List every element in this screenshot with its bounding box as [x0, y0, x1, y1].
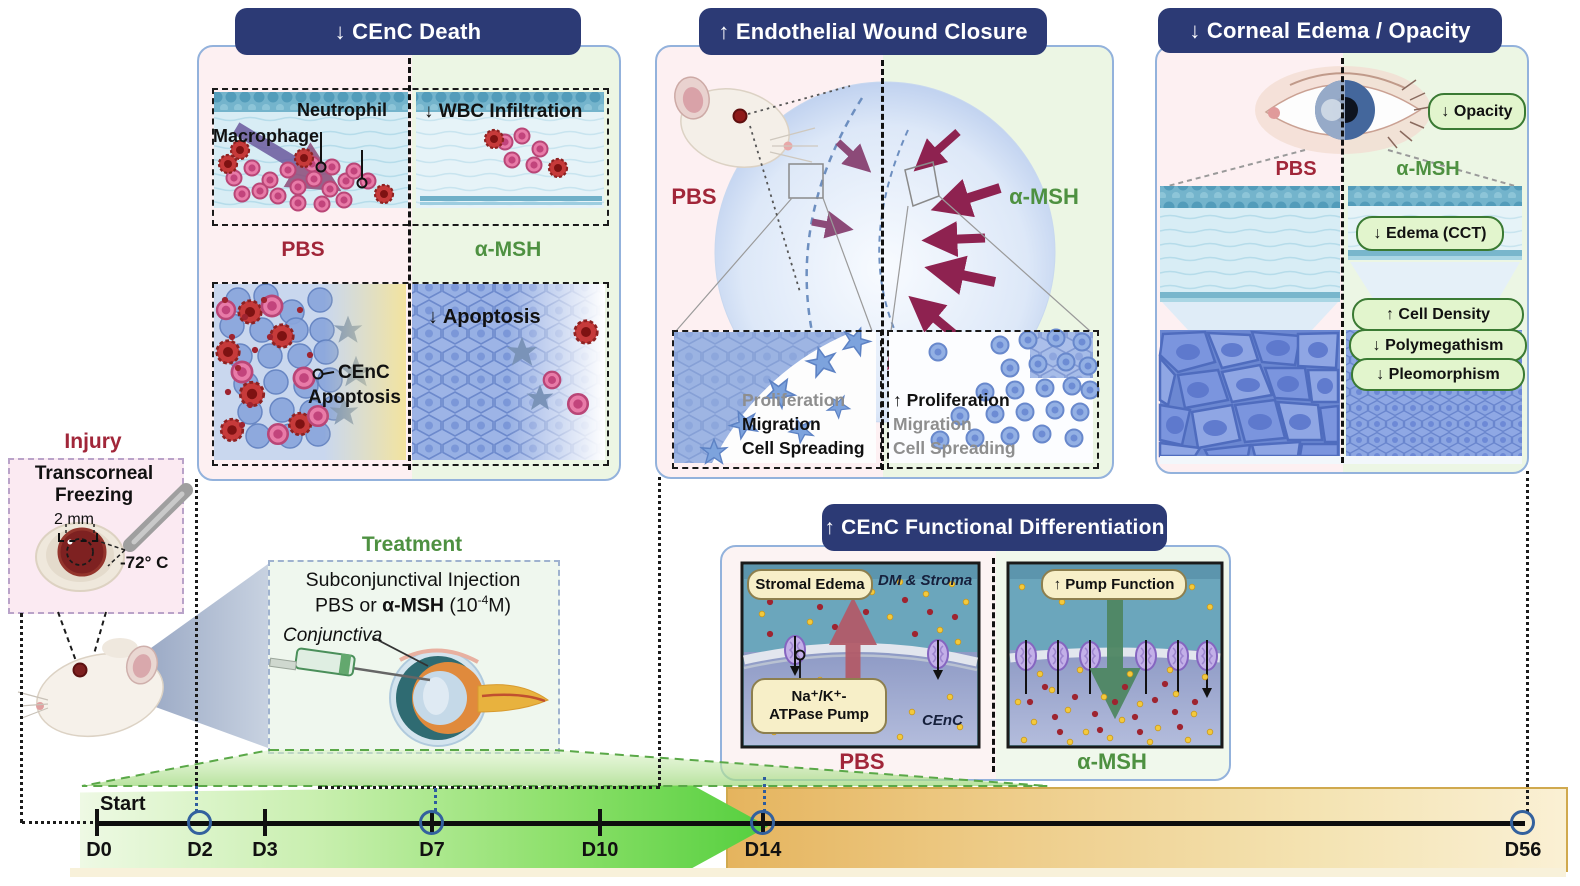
- title-wound-closure: ↑ Endothelial Wound Closure: [699, 8, 1047, 55]
- connector-cenc-death-v2: [195, 786, 198, 812]
- timeline-label-d10: D10: [581, 839, 619, 861]
- injury-method-line1: Transcorneal: [34, 463, 154, 484]
- amsh-label-wound: α-MSH: [1009, 184, 1079, 209]
- edema-divider: [1341, 58, 1344, 463]
- connector-injury-h: [22, 821, 93, 824]
- treatment-heading: Treatment: [361, 533, 463, 556]
- mouse-head-side-icon: [17, 638, 164, 738]
- injury-temperature-label: -72° C: [120, 553, 169, 572]
- opacity-badge: ↓ Opacity: [1428, 93, 1526, 130]
- badge-text: ↑ Pump Function: [1053, 575, 1175, 593]
- amsh-label-edema: α-MSH: [1396, 158, 1460, 180]
- connector-injury-v: [20, 613, 23, 823]
- list-item: Migration: [742, 414, 821, 434]
- treatment-drug: α-MSH: [382, 594, 444, 617]
- connector-cenc-death-v: [195, 479, 198, 786]
- timeline-marker-d2: [187, 810, 212, 835]
- timeline-marker-d7: [419, 810, 444, 835]
- treatment-line2-suffix: M): [488, 594, 512, 617]
- timeline-tick-d3: [263, 809, 267, 836]
- title-text: ↑ CEnC Functional Differentiation: [824, 515, 1165, 539]
- pbs-label-wound: PBS: [671, 184, 717, 209]
- injury-method-line2: Freezing: [54, 485, 134, 506]
- cell-density-badge: ↑ Cell Density: [1352, 298, 1524, 331]
- title-text: ↑ Endothelial Wound Closure: [718, 18, 1028, 44]
- injury-heading: Injury: [64, 430, 122, 453]
- amsh-label-differentiation: α-MSH: [1077, 749, 1147, 774]
- title-text: ↓ Corneal Edema / Opacity: [1189, 17, 1471, 43]
- connector-differentiation-v: [763, 777, 766, 812]
- pbs-label-edema: PBS: [1275, 158, 1317, 180]
- connector-wound-v: [658, 477, 661, 786]
- title-differentiation: ↑ CEnC Functional Differentiation: [822, 504, 1167, 551]
- cenc-label: CEnC: [922, 712, 963, 729]
- injury-diameter-label: 2 mm: [54, 511, 94, 528]
- cenc-death-divider: [408, 58, 411, 470]
- pleomorphism-badge: ↓ Pleomorphism: [1351, 358, 1525, 391]
- list-item: Cell Spreading: [893, 438, 1016, 458]
- timeline-marker-d56: [1510, 810, 1535, 835]
- badge-text: ↓ Opacity: [1441, 102, 1513, 120]
- pbs-label-cenc-death: PBS: [281, 238, 325, 261]
- differentiation-divider: [992, 558, 995, 772]
- timeline-label-d14: D14: [744, 839, 782, 861]
- apoptosis-label: ↓ Apoptosis: [428, 306, 541, 328]
- badge-text: ↓ Pleomorphism: [1376, 365, 1500, 383]
- timeline-tick-d0: [95, 809, 99, 836]
- title-edema: ↓ Corneal Edema / Opacity: [1158, 8, 1502, 53]
- badge-text: Na⁺/K⁺-: [791, 688, 847, 705]
- badge-text: ATPase Pump: [769, 706, 869, 723]
- amsh-label-cenc-death: α-MSH: [474, 238, 542, 261]
- connector-edema-v: [1526, 471, 1529, 812]
- wound-closure-divider: [881, 60, 884, 470]
- macrophage-label: Macrophage: [213, 126, 320, 146]
- timeline-band-tan: [726, 787, 1568, 872]
- wound-pbs-list: Proliferation Migration Cell Spreading: [742, 388, 865, 460]
- timeline-label-d0: D0: [86, 839, 112, 861]
- list-item: Migration: [893, 414, 972, 434]
- timeline-label-d7: D7: [419, 839, 445, 861]
- badge-text: ↑ Cell Density: [1385, 305, 1491, 323]
- dm-stroma-label: DM & Stroma: [878, 572, 973, 589]
- diameter-bracket: [58, 533, 98, 542]
- timeline-tick-d10: [598, 809, 602, 836]
- pbs-label-differentiation: PBS: [839, 749, 885, 774]
- list-item: ↑ Proliferation: [893, 390, 1010, 410]
- list-item: Cell Spreading: [742, 438, 865, 458]
- timeline-band-footer: [70, 868, 1566, 877]
- pump-function-badge: ↑ Pump Function: [1041, 569, 1187, 600]
- wound-amsh-list: ↑ Proliferation Migration Cell Spreading: [893, 388, 1016, 460]
- connector-wound-v2: [434, 788, 437, 812]
- title-text: ↓ CEnC Death: [334, 18, 482, 44]
- badge-text: ↓ Polymegathism: [1372, 336, 1504, 354]
- timeline-axis: [95, 821, 1525, 826]
- title-cenc-death: ↓ CEnC Death: [235, 8, 581, 55]
- neutrophil-label: Neutrophil: [297, 100, 387, 120]
- timeline-label-d3: D3: [252, 839, 278, 861]
- timeline-label-d2: D2: [187, 839, 213, 861]
- connector-wound-h: [318, 786, 660, 789]
- cenc-apoptosis-label-line2: Apoptosis: [308, 387, 401, 408]
- treatment-concentration-exponent: -4: [477, 593, 489, 607]
- timeline-start-label: Start: [100, 793, 146, 815]
- badge-text: ↓ Edema (CCT): [1373, 224, 1487, 242]
- treatment-line2: PBS or α-MSH (10-4M): [315, 593, 511, 618]
- treatment-line2-prefix: PBS or: [314, 594, 383, 617]
- na-k-atpase-badge: Na⁺/K⁺- ATPase Pump: [751, 678, 887, 734]
- edema-cct-badge: ↓ Edema (CCT): [1356, 216, 1504, 251]
- cenc-apoptosis-label-line1: CEnC: [338, 362, 390, 383]
- stromal-edema-badge: Stromal Edema: [747, 569, 873, 600]
- wbc-infiltration-label: ↓ WBC Infiltration: [424, 101, 583, 122]
- conjunctiva-label: Conjunctiva: [283, 625, 383, 646]
- treatment-line1: Subconjunctival Injection: [305, 569, 521, 591]
- badge-text: Stromal Edema: [755, 575, 865, 593]
- timeline-marker-d14: [750, 810, 775, 835]
- timeline-label-d56: D56: [1504, 839, 1542, 861]
- list-item: Proliferation: [742, 390, 846, 410]
- treatment-line2-mid: (10: [444, 594, 478, 617]
